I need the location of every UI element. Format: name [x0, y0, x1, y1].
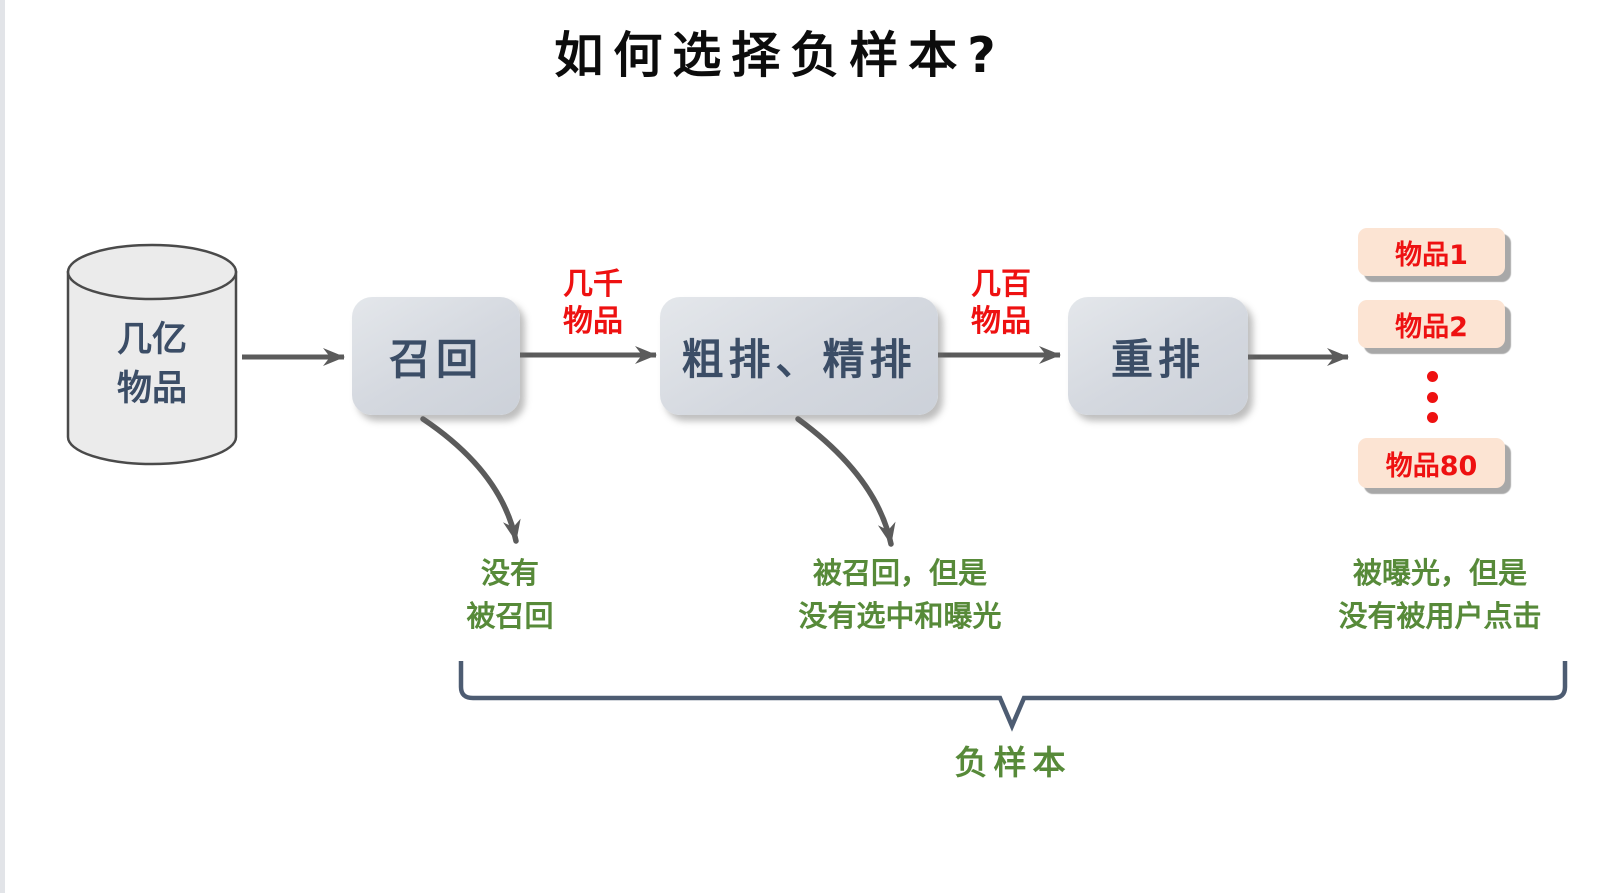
stage-recall-label: 召回 [388, 334, 483, 384]
output-item-80: 物品80 [1358, 438, 1505, 488]
negative-samples-label: 负样本 [954, 743, 1072, 782]
stage-coarse-fine-ranking-label: 粗排、精排 [681, 334, 917, 384]
stage-rerank: 重排 [1068, 297, 1248, 415]
page-title: 如何选择负样本? [554, 27, 1006, 84]
vertical-ellipsis-icon [1427, 371, 1438, 382]
output-item-2: 物品2 [1358, 300, 1505, 348]
edge-label-thousands-items: 几千 物品 [563, 267, 623, 339]
annotation-recalled-not-selected: 被召回，但是 没有选中和曝光 [798, 556, 1002, 633]
output-item-1-label: 物品1 [1395, 239, 1468, 271]
stage-rerank-label: 重排 [1110, 334, 1205, 384]
source-database-label: 几亿 物品 [116, 320, 187, 409]
annotation-not-recalled: 没有 被召回 [466, 556, 554, 633]
window-edge-strip [0, 0, 5, 893]
output-item-80-label: 物品80 [1385, 450, 1478, 482]
annotation-exposed-not-clicked: 被曝光，但是 没有被用户点击 [1338, 556, 1542, 633]
database-cylinder-icon [66, 243, 238, 466]
stage-coarse-fine-ranking: 粗排、精排 [660, 297, 938, 415]
edge-label-hundreds-items: 几百 物品 [971, 267, 1031, 339]
stage-recall: 召回 [352, 297, 520, 415]
vertical-ellipsis-icon [1427, 412, 1438, 423]
output-item-1: 物品1 [1358, 228, 1505, 276]
curved-arrow-ranking-dropout [795, 416, 896, 547]
curved-arrow-recall-dropout [420, 416, 521, 544]
output-item-2-label: 物品2 [1395, 311, 1468, 343]
vertical-ellipsis-icon [1427, 392, 1438, 403]
negative-samples-brace [458, 661, 1568, 732]
